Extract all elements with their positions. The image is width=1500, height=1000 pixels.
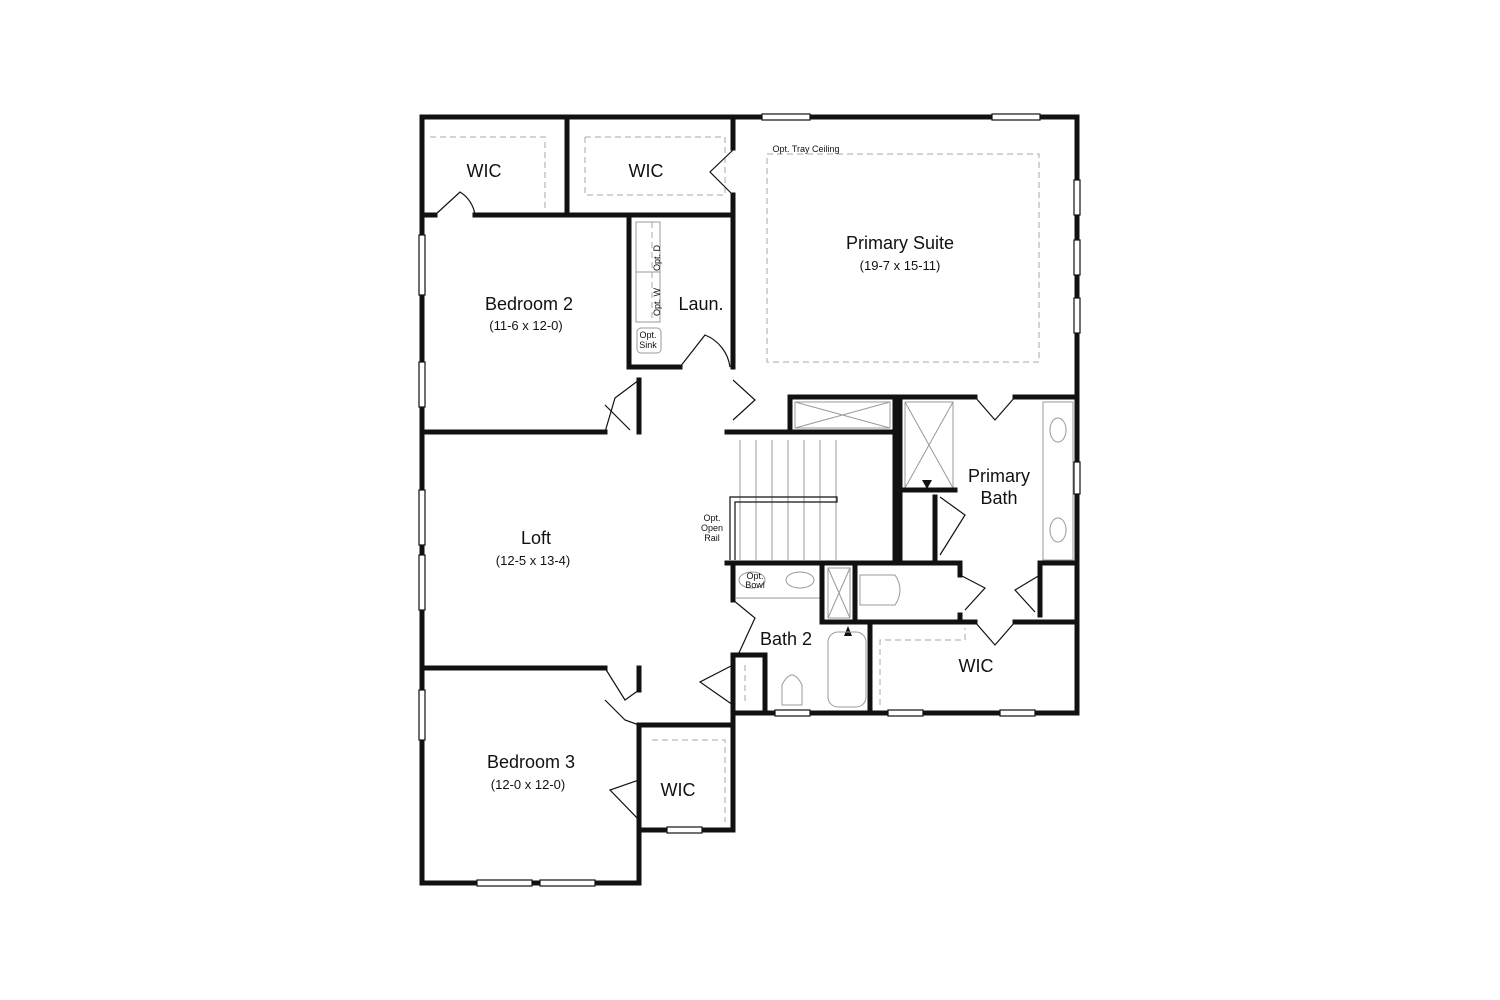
bedroom-3-dimensions: (12-0 x 12-0) <box>491 777 565 792</box>
open-rail-label: Rail <box>704 533 720 543</box>
wic-label: WIC <box>467 161 502 181</box>
loft-dimensions: (12-5 x 13-4) <box>496 553 570 568</box>
opt-sink-label: Opt. <box>639 330 656 340</box>
wic-label: WIC <box>959 656 994 676</box>
windows <box>418 113 1081 887</box>
room-labels: WIC WIC Opt. Tray Ceiling Primary Suite … <box>467 144 1031 800</box>
open-rail-label: Opt. <box>703 513 720 523</box>
wic-label: WIC <box>629 161 664 181</box>
wic-label: WIC <box>661 780 696 800</box>
tray-ceiling-outline <box>766 153 1040 363</box>
doors <box>434 149 1041 821</box>
primary-bath-label: Bath <box>980 488 1017 508</box>
bath-2-label: Bath 2 <box>760 629 812 649</box>
primary-suite-dimensions: (19-7 x 15-11) <box>860 258 941 273</box>
fixture-details <box>430 136 1074 822</box>
opt-bowl-label: Opt. <box>746 571 763 581</box>
bedroom-2-label: Bedroom 2 <box>485 294 573 314</box>
opt-washer-label: Opt. W <box>652 288 662 317</box>
loft-label: Loft <box>521 528 551 548</box>
bedroom-2-dimensions: (11-6 x 12-0) <box>489 318 562 333</box>
tray-ceiling-label: Opt. Tray Ceiling <box>772 144 839 154</box>
bedroom-3-label: Bedroom 3 <box>487 752 575 772</box>
stairs <box>729 440 838 560</box>
laundry-label: Laun. <box>678 294 723 314</box>
opt-sink-label: Sink <box>639 340 657 350</box>
primary-bath-label: Primary <box>968 466 1030 486</box>
opt-dryer-label: Opt. D <box>652 245 662 272</box>
opt-bowl-label: Bowl <box>745 580 765 590</box>
open-rail-label: Open <box>701 523 723 533</box>
primary-suite-label: Primary Suite <box>846 233 954 253</box>
